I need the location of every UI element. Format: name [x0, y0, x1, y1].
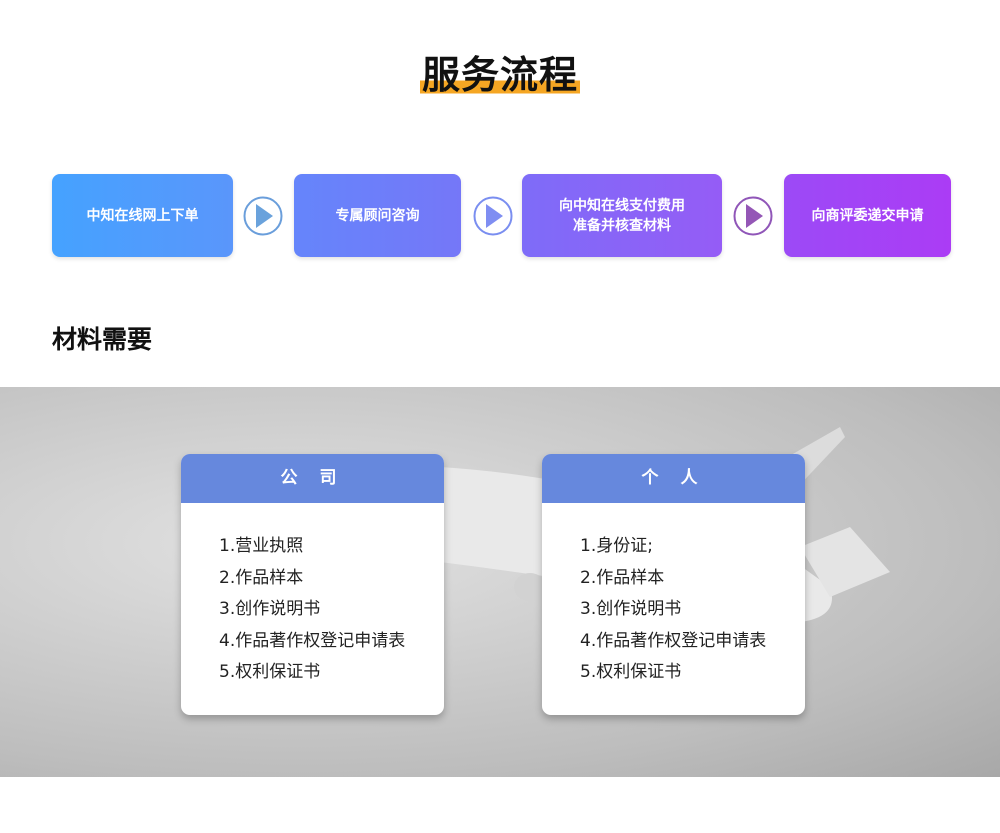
list-item: 5.权利保证书 [580, 662, 682, 682]
list-item: 3.创作说明书 [219, 599, 321, 619]
list-item: 3.创作说明书 [580, 599, 682, 619]
list-item: 4.作品著作权登记申请表 [219, 630, 406, 651]
individual-card-title: 个 人 [542, 454, 805, 503]
step-4: 向商评委递交申请 [784, 174, 951, 257]
list-item: 2.作品样本 [580, 567, 665, 588]
sky-airplane-background [0, 387, 1000, 777]
list-item: 1.身份证; [580, 536, 653, 556]
step-3: 向中知在线支付费用准备并核查材料 [522, 174, 722, 257]
step-2: 专属顾问咨询 [294, 174, 461, 257]
airplane-illustration [440, 427, 890, 622]
list-item: 2.作品样本 [219, 567, 304, 588]
company-card-title: 公 司 [181, 454, 444, 503]
page-title: 服务流程 [419, 53, 580, 97]
list-item: 4.作品著作权登记申请表 [580, 630, 767, 651]
play-arrow-icon [473, 196, 513, 236]
materials-heading: 材料需要 [52, 325, 153, 354]
company-card: 公 司 1.营业执照 2.作品样本 3.创作说明书 4.作品著作权登记申请表 5… [181, 454, 444, 715]
play-arrow-icon [733, 196, 773, 236]
list-item: 5.权利保证书 [219, 662, 321, 682]
individual-card: 个 人 1.身份证; 2.作品样本 3.创作说明书 4.作品著作权登记申请表 5… [542, 454, 805, 715]
step-1: 中知在线网上下单 [52, 174, 233, 257]
play-arrow-icon [243, 196, 283, 236]
list-item: 1.营业执照 [219, 536, 304, 556]
